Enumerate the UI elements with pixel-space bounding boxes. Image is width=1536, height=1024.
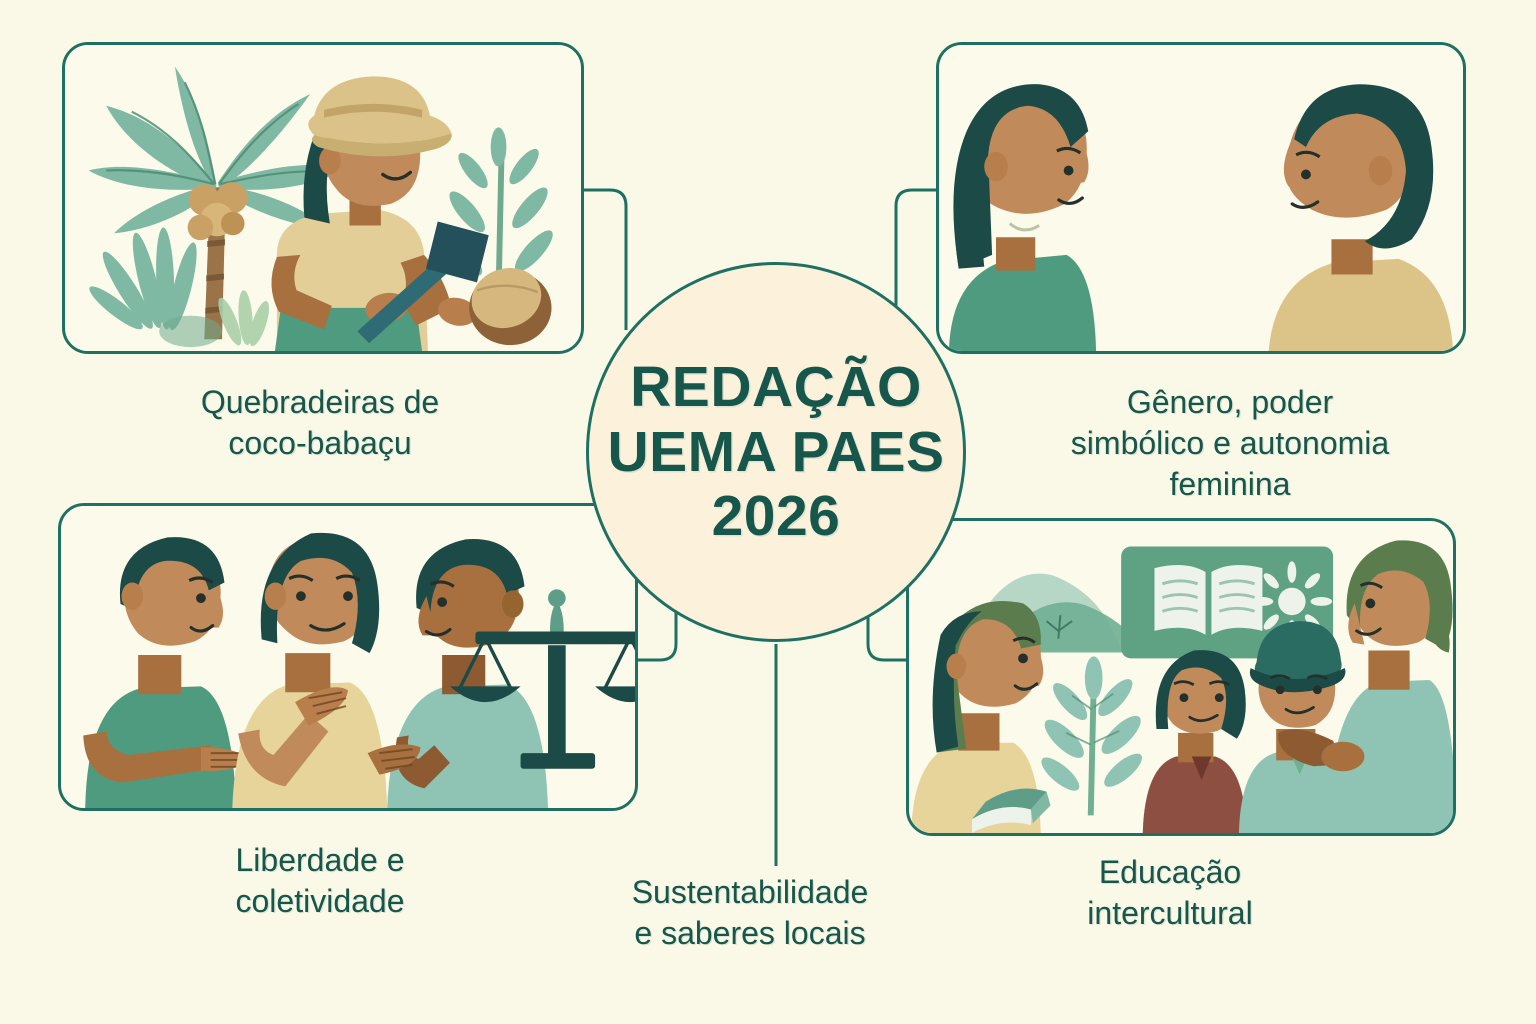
foliage-bush-left <box>89 227 197 331</box>
panel-genero-autonomia <box>936 42 1466 354</box>
page-title: REDAÇÃO UEMA PAES 2026 <box>607 354 945 549</box>
person-mint-shirt <box>367 539 549 808</box>
woman-with-straw-hat <box>271 76 552 351</box>
open-book-icon <box>1154 564 1263 635</box>
eye <box>1018 653 1028 664</box>
woman-short-hair-tan-shirt <box>1268 84 1454 351</box>
label-genero-autonomia: Gênero, poder simbólico e autonomia femi… <box>1070 384 1390 502</box>
scales-of-justice <box>449 589 635 769</box>
center-circle: REDAÇÃO UEMA PAES 2026 <box>586 262 966 642</box>
illustration-three-people-scales <box>63 506 635 808</box>
eye-right <box>343 591 353 602</box>
eye <box>1365 598 1376 609</box>
open-book <box>972 788 1051 833</box>
ground-sprout <box>218 290 270 347</box>
eye-left <box>296 591 306 602</box>
eye <box>437 597 448 607</box>
babassu-palm-tree <box>88 66 346 340</box>
label-quebradeiras: Quebradeiras de coco-babaçu <box>200 384 440 461</box>
eye-left <box>1179 693 1189 703</box>
eye-right <box>1214 693 1224 703</box>
woman-reading-book <box>911 600 1051 833</box>
person-tan-shirt <box>232 532 388 808</box>
coconut-cluster <box>187 182 248 241</box>
label-liberdade-coletividade: Liberdade e coletividade <box>235 842 405 919</box>
label-educacao-intercultural: Educação intercultural <box>1087 854 1253 931</box>
illustration-intercultural-classroom <box>911 521 1453 833</box>
sun-icon <box>1251 561 1333 642</box>
panel-educacao-intercultural <box>906 518 1456 836</box>
open-coconut <box>469 268 552 346</box>
child-maroon-shirt <box>1142 650 1247 833</box>
eye <box>1301 169 1311 180</box>
eye <box>196 593 206 604</box>
panel-liberdade-coletividade <box>58 503 638 811</box>
eye-right <box>1312 685 1322 695</box>
woman-long-hair-teal-shirt <box>948 84 1097 351</box>
eye <box>1063 165 1074 176</box>
illustration-babassu-breaker <box>67 45 579 351</box>
label-sustentabilidade: Sustentabilidade e saberes locais <box>631 874 869 951</box>
plant-sprout <box>1041 656 1143 816</box>
eye-left <box>1275 685 1285 695</box>
panel-quebradeiras <box>62 42 584 354</box>
person-green-shirt <box>83 537 247 808</box>
illustration-two-women-profiles <box>941 45 1461 351</box>
teacher-mint-shirt <box>1278 540 1453 833</box>
